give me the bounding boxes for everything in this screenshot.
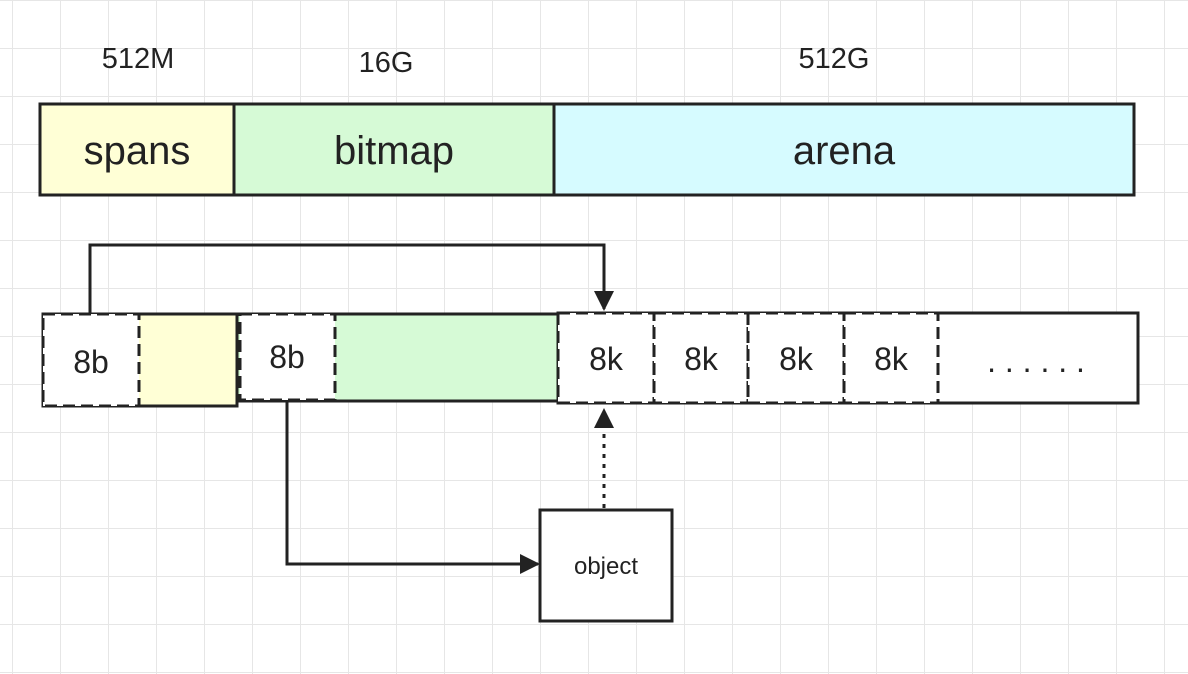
- bitmap-segment-label: bitmap: [334, 129, 454, 173]
- arena-segment: [552, 102, 1136, 197]
- object-box: [538, 508, 674, 623]
- bitmap-segment: [232, 102, 556, 197]
- spans-to-page-arrow: [88, 243, 614, 313]
- arena-page-4-label: 8k: [874, 341, 909, 377]
- spans-size-label: 512M: [101, 43, 175, 75]
- arena-ellipsis: . . . . . .: [987, 343, 1085, 379]
- arena-page-1-label: 8k: [589, 341, 624, 377]
- arena-page-3-label: 8k: [779, 341, 814, 377]
- spans-8b-cell: [41, 312, 141, 408]
- bitmap-size-label: 16G: [358, 47, 414, 79]
- arena-page-4: [842, 311, 940, 405]
- object-box-label: object: [574, 553, 638, 580]
- arena-segment-label: arena: [793, 129, 896, 173]
- spans-8b-cell-label: 8b: [73, 344, 109, 380]
- bitmap-8b-cell-label: 8b: [269, 339, 305, 375]
- arena-page-2: [652, 311, 750, 405]
- spans-segment-label: spans: [84, 129, 191, 173]
- arena-size-label: 512G: [798, 43, 870, 75]
- arena-page-3: [746, 311, 846, 405]
- bitmap-8b-cell: [238, 312, 337, 402]
- bitmap-to-object-arrow: [285, 402, 540, 574]
- arena-page-1: [556, 311, 656, 405]
- arena-page-2-label: 8k: [684, 341, 719, 377]
